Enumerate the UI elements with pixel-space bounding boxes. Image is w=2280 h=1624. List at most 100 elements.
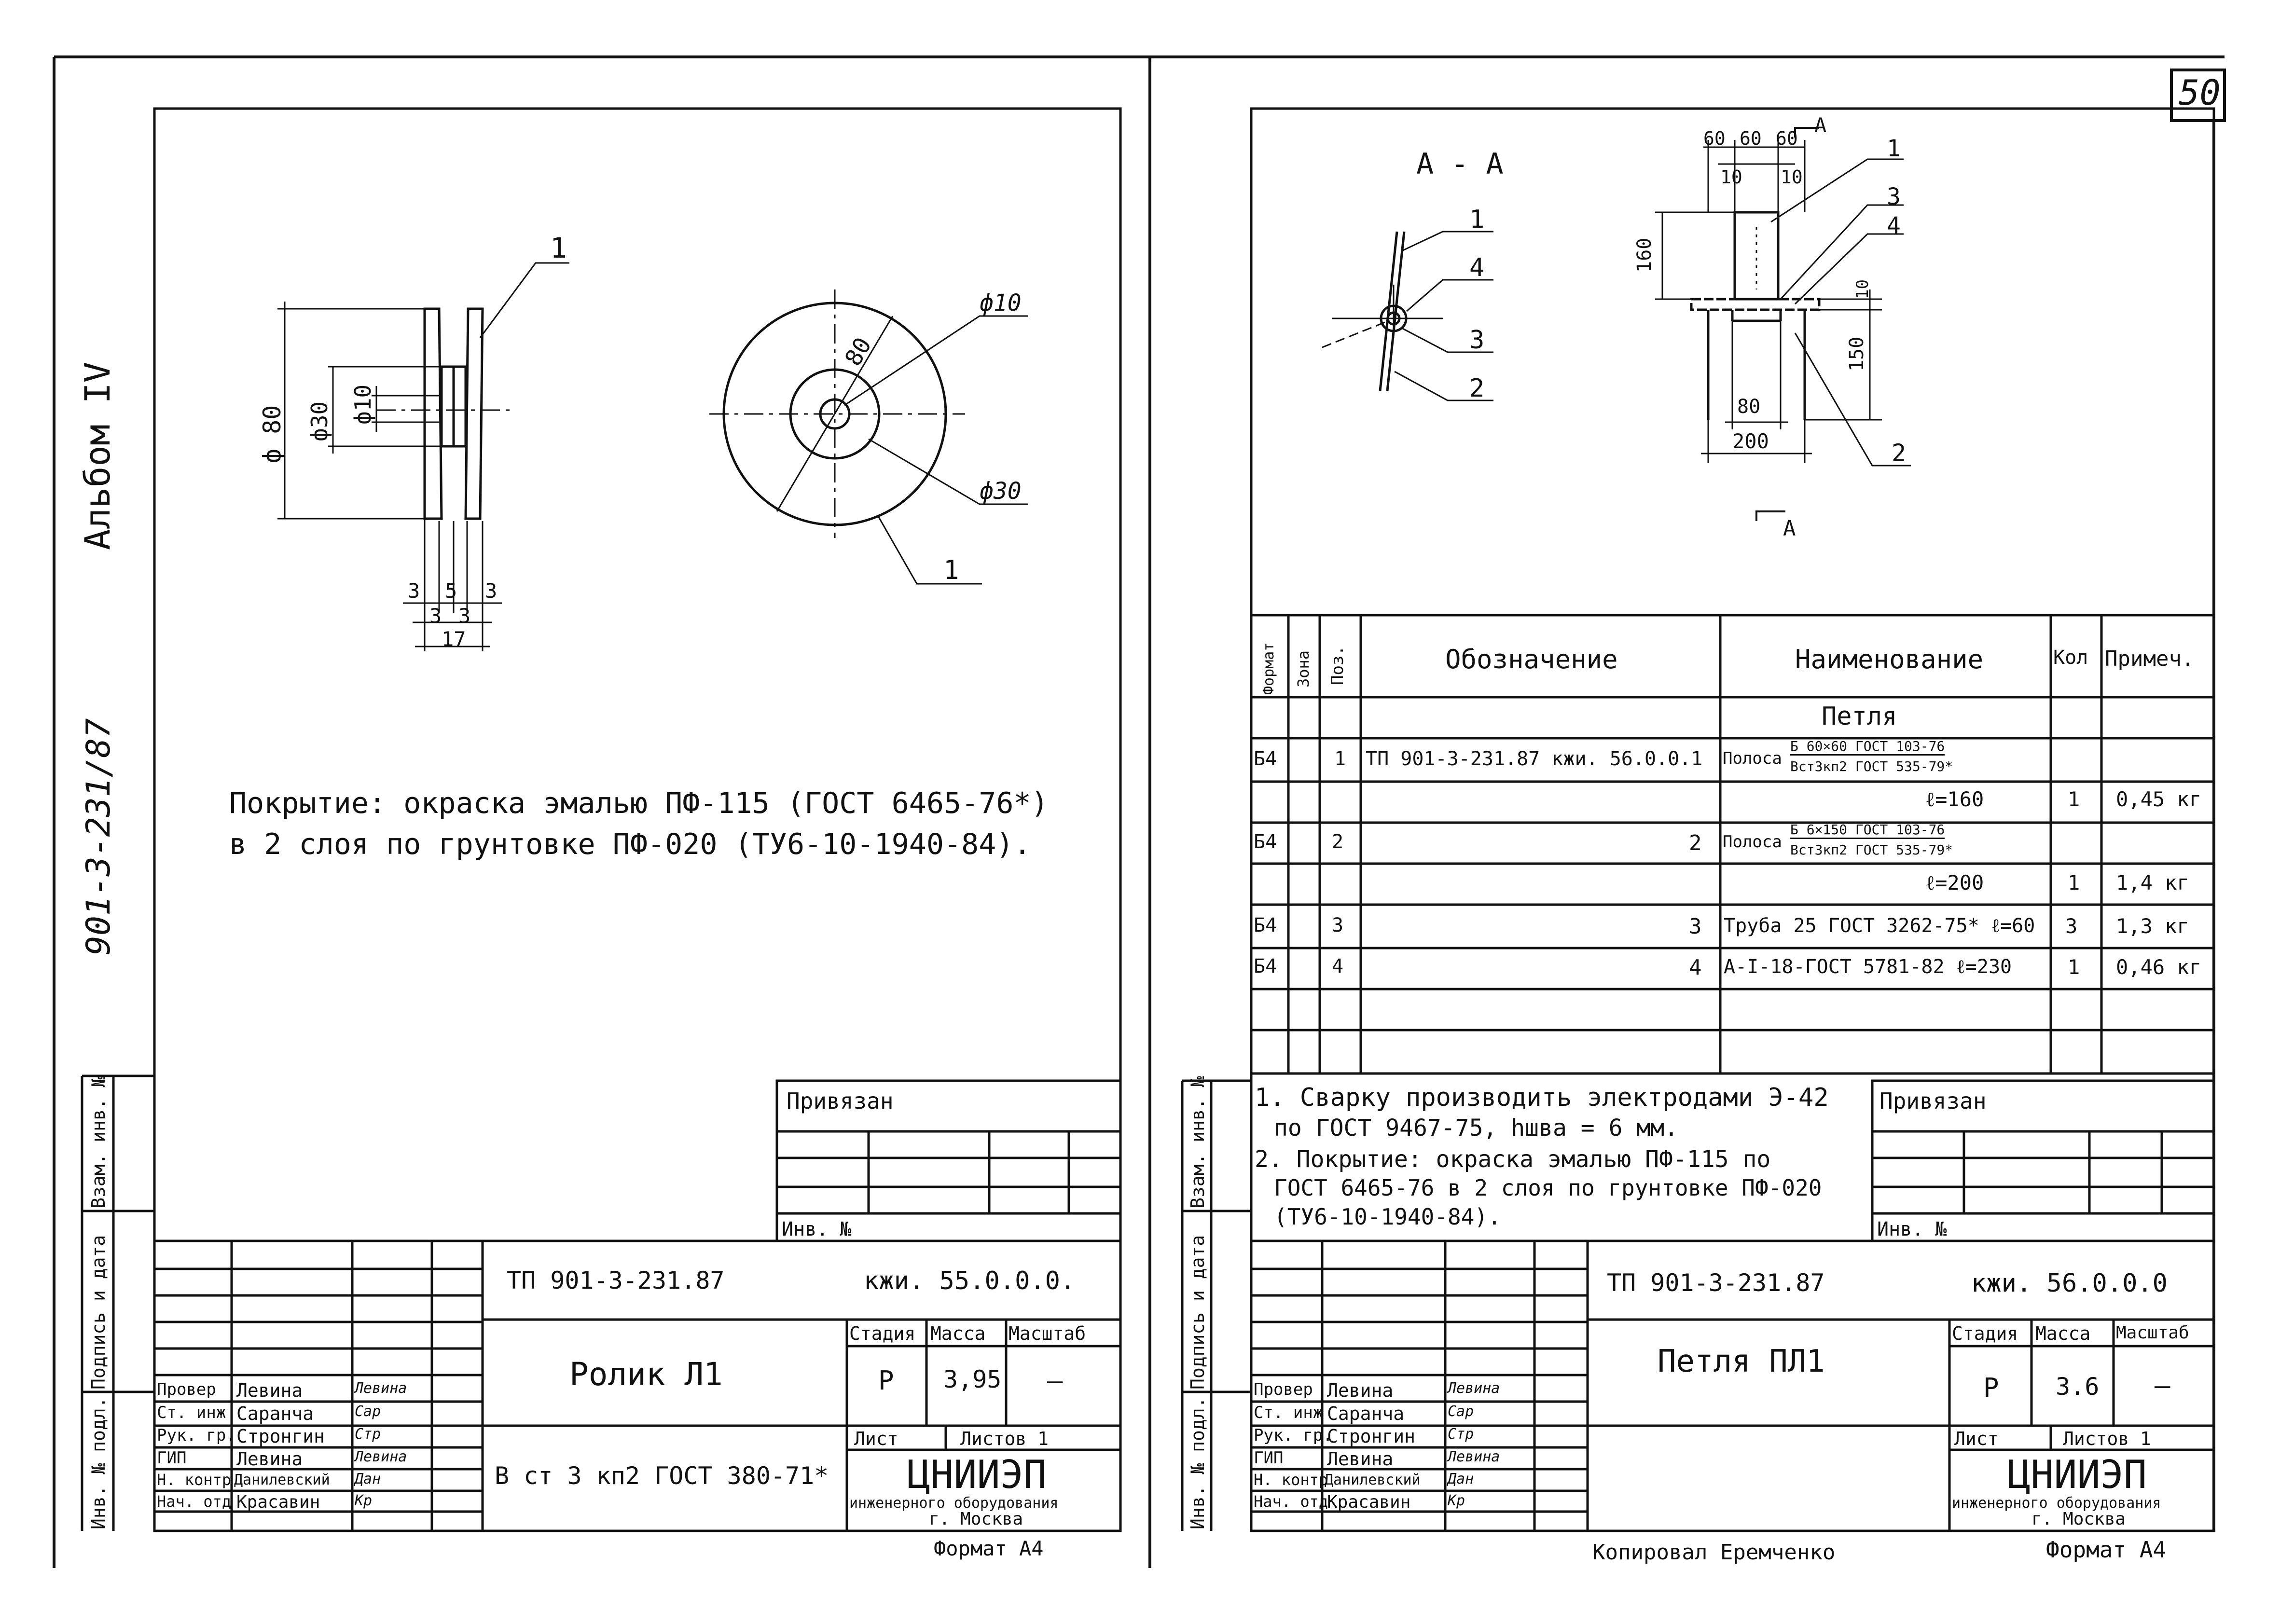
drawing-title-2: Петля ПЛ1 xyxy=(1658,1344,1825,1379)
spec-qty: 1 xyxy=(2068,955,2080,979)
name: Данилевский xyxy=(1325,1472,1421,1488)
dim-17: 17 xyxy=(442,627,466,651)
pos-1: 1 xyxy=(1887,135,1901,162)
dim-5: 5 xyxy=(445,579,457,603)
signature: Дан xyxy=(355,1471,381,1487)
spec-format: Б4 xyxy=(1254,955,1277,977)
spec-designation: 2 xyxy=(1689,831,1702,855)
side-label-inv-swap: Взам. инв. № xyxy=(88,1076,109,1209)
role: Нач. отд xyxy=(1254,1492,1328,1511)
role: ГИП xyxy=(1254,1448,1284,1468)
name: Левина xyxy=(1327,1448,1394,1470)
name: Саранча xyxy=(1327,1403,1405,1424)
spec-name: А-I-18-ГОСТ 5781-82 ℓ=230 xyxy=(1724,956,2012,978)
role: Нач. отд xyxy=(157,1492,232,1511)
pos-3: 3 xyxy=(1887,183,1901,210)
privyazan-2: Привязан xyxy=(1879,1088,1987,1114)
side-label-sign-date-2: Подпись и дата xyxy=(1187,1235,1208,1390)
list-label: Лист xyxy=(854,1428,898,1449)
org-sub-2-2: г. Москва xyxy=(2031,1509,2126,1529)
name: Данилевский xyxy=(234,1472,330,1488)
section-label: 3 xyxy=(1469,326,1485,355)
roller-front-view xyxy=(709,289,1028,585)
dim-3d: 3 xyxy=(458,604,471,628)
stage-value: Р xyxy=(878,1365,894,1396)
spec-h-pos: Поз. xyxy=(1328,646,1347,685)
spec-h-name: Наименование xyxy=(1795,644,1984,674)
spec-designation: 4 xyxy=(1689,955,1702,980)
signature: Левина xyxy=(355,1448,407,1465)
role: ГИП xyxy=(157,1448,187,1468)
signature: Сар xyxy=(1448,1403,1474,1420)
signature: Сар xyxy=(355,1403,381,1420)
org-sub-1-2: инженерного оборудования xyxy=(1952,1495,2161,1512)
dim-150: 150 xyxy=(1846,336,1868,372)
doc-number-2: кжи. 56.0.0.0 xyxy=(1971,1269,2168,1298)
dim-c-d30: ф30 xyxy=(980,478,1022,505)
spec-name: Труба 25 ГОСТ 3262-75* ℓ=60 xyxy=(1724,915,2035,937)
role: Рук. гр. xyxy=(157,1426,236,1445)
spec-pos: 4 xyxy=(1332,955,1344,977)
side-label-inv-swap-2: Взам. инв. № xyxy=(1187,1076,1208,1209)
section-label: 2 xyxy=(1469,374,1485,403)
signature: Левина xyxy=(1448,1380,1500,1397)
format-2: Формат А4 xyxy=(2046,1537,2167,1563)
spec-note: 0,46 кг xyxy=(2116,955,2202,979)
org-name-2: ЦНИИЭП xyxy=(2007,1452,2147,1497)
pos-2: 2 xyxy=(1892,439,1907,467)
spec-frac-top: Б 60×60 ГОСТ 103-76 xyxy=(1790,738,1945,756)
signature: Стр xyxy=(1448,1426,1474,1443)
spec-designation: 3 xyxy=(1689,914,1702,939)
dim-c-d10: ф10 xyxy=(980,289,1022,317)
role: Н. контр xyxy=(157,1471,232,1489)
spec-frac-bottom: Вст3кп2 ГОСТ 535-79* xyxy=(1790,842,1953,858)
h-scale-2: Масштаб xyxy=(2116,1323,2189,1343)
dim-60a: 60 xyxy=(1703,128,1726,149)
note-line: ГОСТ 6465-76 в 2 слоя по грунтовке ПФ-02… xyxy=(1274,1175,1822,1201)
spec-note: 0,45 кг xyxy=(2116,787,2202,811)
signature: Кр xyxy=(355,1492,373,1509)
signature: Левина xyxy=(1448,1448,1500,1465)
h-mass-2: Масса xyxy=(2035,1323,2091,1344)
format: Формат А4 xyxy=(934,1537,1044,1560)
loop-section-view xyxy=(1322,231,1493,401)
dim-160: 160 xyxy=(1633,237,1656,273)
spec-pos: 3 xyxy=(1332,914,1344,936)
dim-200: 200 xyxy=(1732,429,1769,453)
spec-group: Петля xyxy=(1822,702,1897,731)
dim-80: 80 xyxy=(1737,396,1761,418)
name: Красавин xyxy=(1327,1492,1411,1512)
section-label: 1 xyxy=(1469,205,1485,234)
scale-value: — xyxy=(1047,1365,1063,1396)
dim-3c: 3 xyxy=(429,604,442,628)
lists-label: Листов 1 xyxy=(960,1428,1049,1449)
spec-format: Б4 xyxy=(1254,831,1277,853)
dim-d10: ф10 xyxy=(350,384,376,425)
org-sub-1: инженерного оборудования xyxy=(849,1495,1059,1512)
name: Левина xyxy=(236,1448,303,1470)
h-scale: Масштаб xyxy=(1009,1323,1086,1344)
list-label-2: Лист xyxy=(1954,1428,1999,1449)
dim-d80: ф 80 xyxy=(258,405,286,463)
spec-designation: ТП 901-3-231.87 кжи. 56.0.0.1 xyxy=(1366,748,1703,770)
coating-note-2: в 2 слоя по грунтовке ПФ-020 (ТУ6-10-194… xyxy=(229,827,1031,861)
spec-frac-bottom: Вст3кп2 ГОСТ 535-79* xyxy=(1790,758,1953,774)
spec-length: ℓ=160 xyxy=(1925,787,1984,811)
stage-value-2: Р xyxy=(1983,1373,1999,1403)
privyazan: Привязан xyxy=(787,1088,894,1114)
spec-pos: 1 xyxy=(1334,748,1346,770)
signature: Стр xyxy=(355,1426,381,1443)
spec-name-prefix: Полоса xyxy=(1723,749,1782,768)
spec-h-qty: Кол xyxy=(2053,647,2088,669)
name: Левина xyxy=(236,1380,303,1401)
spec-note: 1,3 кг xyxy=(2116,914,2189,938)
inv-no-2: Инв. № xyxy=(1877,1218,1947,1240)
doc-number: кжи. 55.0.0.0. xyxy=(864,1266,1076,1295)
spec-h-format: Формат xyxy=(1260,642,1277,695)
h-stage-2: Стадия xyxy=(1952,1323,2018,1344)
page-number: 50 xyxy=(2179,72,2221,113)
pos-4: 4 xyxy=(1887,212,1901,239)
role: Провер xyxy=(157,1380,216,1399)
side-label-inv-orig-2: Инв. № подл. xyxy=(1187,1397,1208,1529)
spec-qty: 1 xyxy=(2068,871,2080,895)
